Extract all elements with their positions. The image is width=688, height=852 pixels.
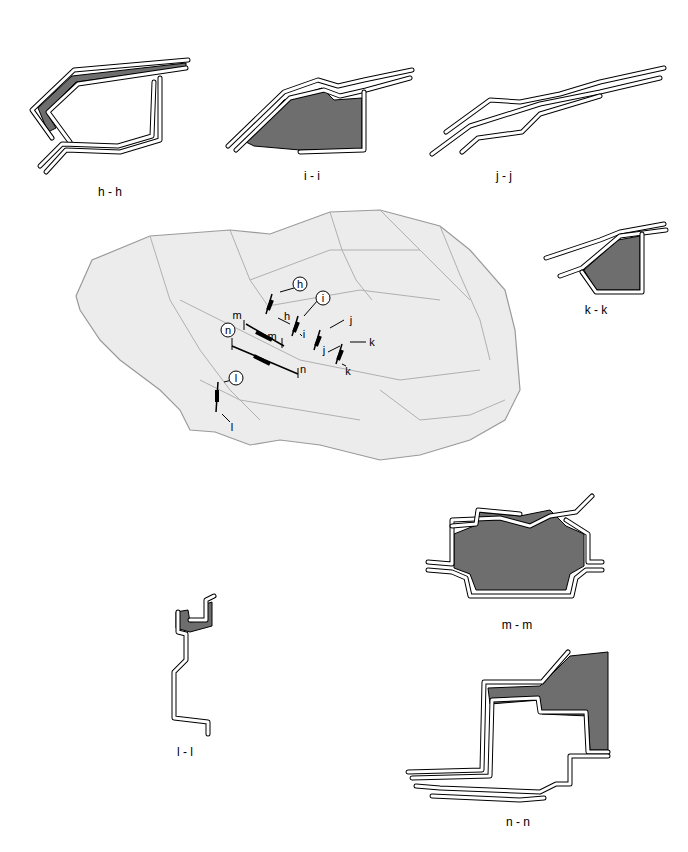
section-callout: m bbox=[267, 331, 276, 342]
section-caption: i - i bbox=[304, 170, 320, 182]
section-caption: m - m bbox=[502, 619, 533, 631]
section-n bbox=[408, 652, 608, 800]
section-k bbox=[546, 224, 666, 292]
section-caption: n - n bbox=[506, 816, 530, 828]
section-callout: m bbox=[232, 310, 241, 321]
section-callout: j bbox=[350, 315, 352, 326]
section-callout: n bbox=[225, 325, 231, 336]
section-caption: k - k bbox=[585, 304, 608, 316]
section-h bbox=[32, 60, 188, 172]
section-callout: h bbox=[284, 311, 290, 322]
section-j bbox=[432, 68, 664, 154]
section-callout: l bbox=[235, 373, 237, 384]
section-caption: j - j bbox=[496, 170, 512, 182]
section-callout: n bbox=[300, 364, 306, 375]
section-callout: k bbox=[345, 366, 351, 377]
section-callout: k bbox=[369, 337, 375, 348]
car-body-shell bbox=[76, 210, 520, 460]
section-callout: l bbox=[231, 422, 233, 433]
section-i bbox=[228, 70, 412, 152]
section-callout: j bbox=[323, 345, 325, 356]
section-m bbox=[428, 496, 602, 596]
section-caption: h - h bbox=[98, 186, 122, 198]
section-callout: h bbox=[297, 279, 303, 290]
section-callout: i bbox=[322, 293, 324, 304]
section-l bbox=[174, 596, 214, 734]
section-callout: i bbox=[303, 329, 305, 340]
section-caption: l - l bbox=[177, 746, 193, 758]
